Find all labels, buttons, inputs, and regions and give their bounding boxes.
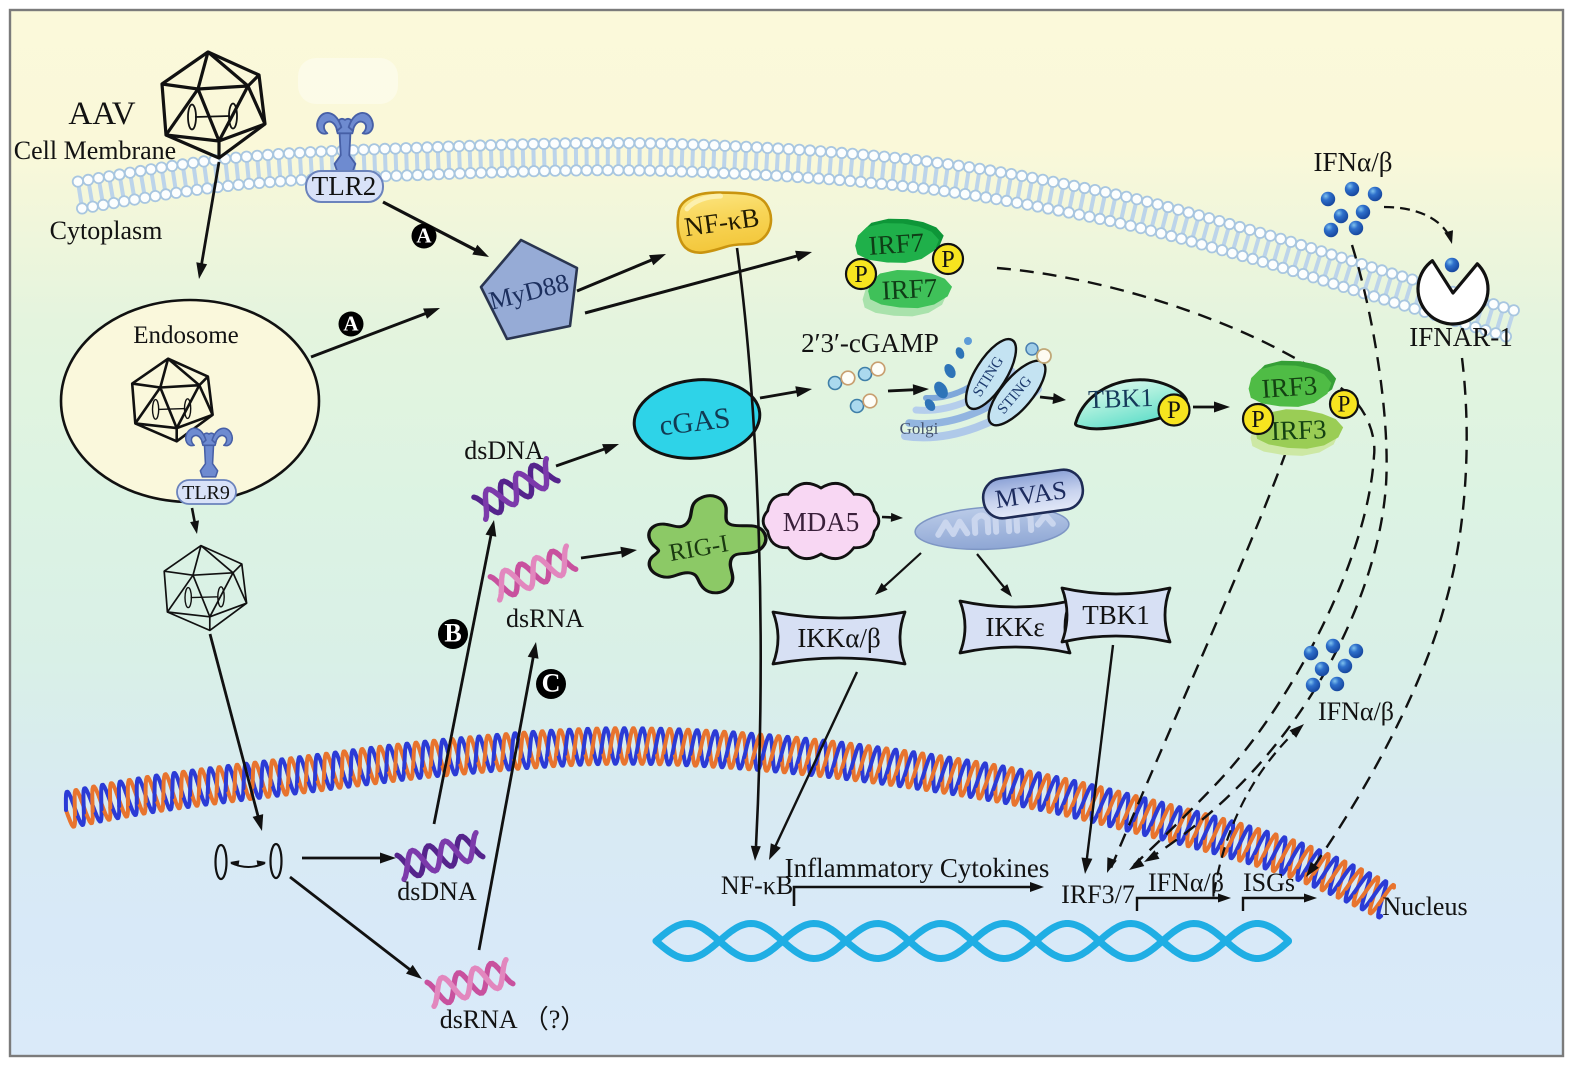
svg-text:IFNα/β: IFNα/β [1148,868,1224,897]
svg-text:Cytoplasm: Cytoplasm [50,216,163,245]
svg-text:dsRNA （?）: dsRNA （?） [440,1005,587,1034]
svg-text:dsRNA: dsRNA [506,604,584,633]
svg-text:Endosome: Endosome [133,322,239,349]
svg-text:dsDNA: dsDNA [464,436,544,465]
svg-text:Nucleus: Nucleus [1382,892,1467,921]
svg-text:IRF3: IRF3 [1261,370,1318,404]
svg-text:TLR2: TLR2 [312,171,377,201]
svg-text:P: P [941,247,954,273]
svg-text:IKKε: IKKε [985,612,1044,642]
svg-text:C: C [542,669,561,698]
svg-text:Cell Membrane: Cell Membrane [14,136,176,165]
svg-text:2′3′-cGAMP: 2′3′-cGAMP [801,328,939,358]
svg-text:IRF7: IRF7 [881,273,938,306]
svg-text:IFNα/β: IFNα/β [1318,697,1394,726]
svg-text:TBK1: TBK1 [1088,383,1154,414]
svg-text:IKKα/β: IKKα/β [797,623,880,653]
svg-text:B: B [444,619,461,648]
svg-text:P: P [854,262,867,288]
svg-text:P: P [1251,407,1264,433]
svg-text:Inflammatory Cytokines: Inflammatory Cytokines [785,853,1050,883]
svg-text:P: P [1167,397,1181,424]
svg-text:Golgi: Golgi [900,419,939,438]
svg-text:AAV: AAV [68,96,135,132]
svg-text:MDA5: MDA5 [783,507,860,537]
svg-text:IFNAR-1: IFNAR-1 [1409,322,1513,352]
svg-text:ISGs: ISGs [1243,868,1295,897]
svg-text:IRF3/7: IRF3/7 [1061,880,1135,909]
svg-text:TBK1: TBK1 [1082,600,1150,630]
svg-text:NF-κB: NF-κB [721,871,793,900]
svg-text:IFNα/β: IFNα/β [1314,147,1393,177]
svg-text:IRF7: IRF7 [868,227,925,261]
svg-text:TLR9: TLR9 [182,482,230,504]
svg-text:A: A [343,311,359,335]
svg-text:dsDNA: dsDNA [397,877,477,906]
svg-text:IRF3: IRF3 [1270,414,1327,446]
svg-text:P: P [1338,391,1351,416]
svg-text:A: A [416,223,432,247]
